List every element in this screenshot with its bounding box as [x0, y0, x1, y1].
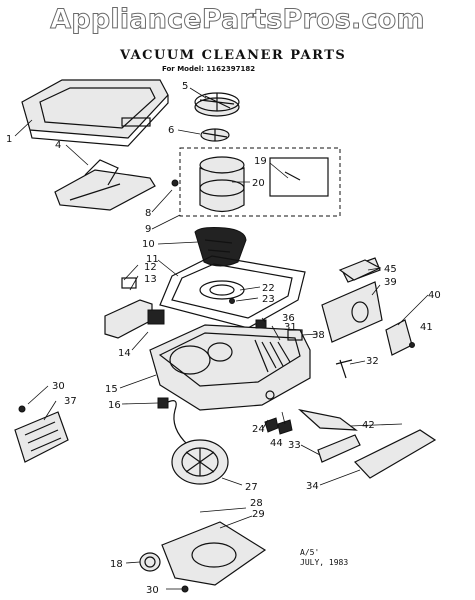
- callout-30-bottom: 30: [146, 585, 159, 596]
- callout-29: 29: [252, 509, 265, 520]
- diagram-title: VACUUM CLEANER PARTS: [120, 48, 347, 63]
- callout-32: 32: [366, 356, 379, 367]
- part-cord: [163, 400, 189, 446]
- callout-22: 22: [262, 283, 275, 294]
- part-lid: [21, 79, 169, 147]
- callout-31: 31: [284, 322, 297, 333]
- callout-19: 19: [254, 156, 267, 167]
- callout-9: 9: [145, 224, 151, 235]
- part-base-body: [149, 324, 311, 411]
- part-wheel: [139, 552, 161, 572]
- part-fan-housing: [194, 227, 247, 267]
- callout-33: 33: [288, 440, 301, 451]
- callout-24: 24: [252, 424, 265, 435]
- stamp-date: JULY, 1983: [300, 558, 349, 567]
- callout-12: 12: [144, 262, 157, 273]
- callout-8: 8: [145, 208, 151, 219]
- callout-14: 14: [118, 348, 131, 359]
- callout-28: 28: [250, 498, 263, 509]
- callout-40: 40: [428, 290, 441, 301]
- part-brush-strip: [297, 408, 358, 431]
- part-cord-plug: [157, 397, 169, 409]
- stamp-code: A/5': [300, 548, 320, 557]
- callout-30-top: 30: [52, 381, 65, 392]
- callout-labels: 1 4 5 6 8 9 10 11 12 13 14 15 16 18 19 2…: [6, 81, 441, 596]
- part-spring: [335, 359, 353, 379]
- callout-11: 11: [146, 254, 159, 265]
- callout-44: 44: [270, 438, 283, 449]
- watermark: AppliancePartsPros.com: [50, 4, 425, 36]
- callout-45: 45: [384, 264, 397, 275]
- part-bumper-front: [317, 434, 361, 463]
- part-lower-motor: [171, 439, 229, 485]
- callout-18: 18: [110, 559, 123, 570]
- part-motor: [171, 156, 245, 213]
- callout-27: 27: [245, 482, 258, 493]
- callout-34: 34: [306, 481, 319, 492]
- part-filter-disk: [194, 92, 240, 142]
- callout-38: 38: [312, 330, 325, 341]
- date-stamp: A/5' JULY, 1983: [300, 548, 348, 568]
- part-bumper-rear: [354, 429, 437, 479]
- callout-5: 5: [182, 81, 188, 92]
- part-latch: [385, 319, 413, 356]
- part-switch-plates: [104, 277, 165, 339]
- callout-6: 6: [168, 125, 174, 136]
- callout-4: 4: [55, 140, 61, 151]
- callout-1: 1: [6, 134, 12, 145]
- leader-lines: [14, 87, 429, 590]
- part-screw: [18, 405, 26, 413]
- part-bottom-plate: [161, 521, 267, 586]
- callout-36: 36: [282, 313, 295, 324]
- callout-41: 41: [420, 322, 433, 333]
- part-nozzle: [54, 159, 156, 211]
- callout-16: 16: [108, 400, 121, 411]
- motor-assembly-box: [179, 147, 341, 217]
- callout-23: 23: [262, 294, 275, 305]
- part-screw: [181, 585, 189, 593]
- callout-37: 37: [64, 396, 77, 407]
- motor-brush-detail: [269, 157, 329, 197]
- model-number: For Model: 1162397182: [162, 65, 256, 73]
- callout-20: 20: [252, 178, 265, 189]
- callout-39: 39: [384, 277, 397, 288]
- part-gasket: [159, 255, 306, 329]
- callout-10: 10: [142, 239, 155, 250]
- callout-13: 13: [144, 274, 157, 285]
- callout-15: 15: [105, 384, 118, 395]
- callout-42: 42: [362, 420, 375, 431]
